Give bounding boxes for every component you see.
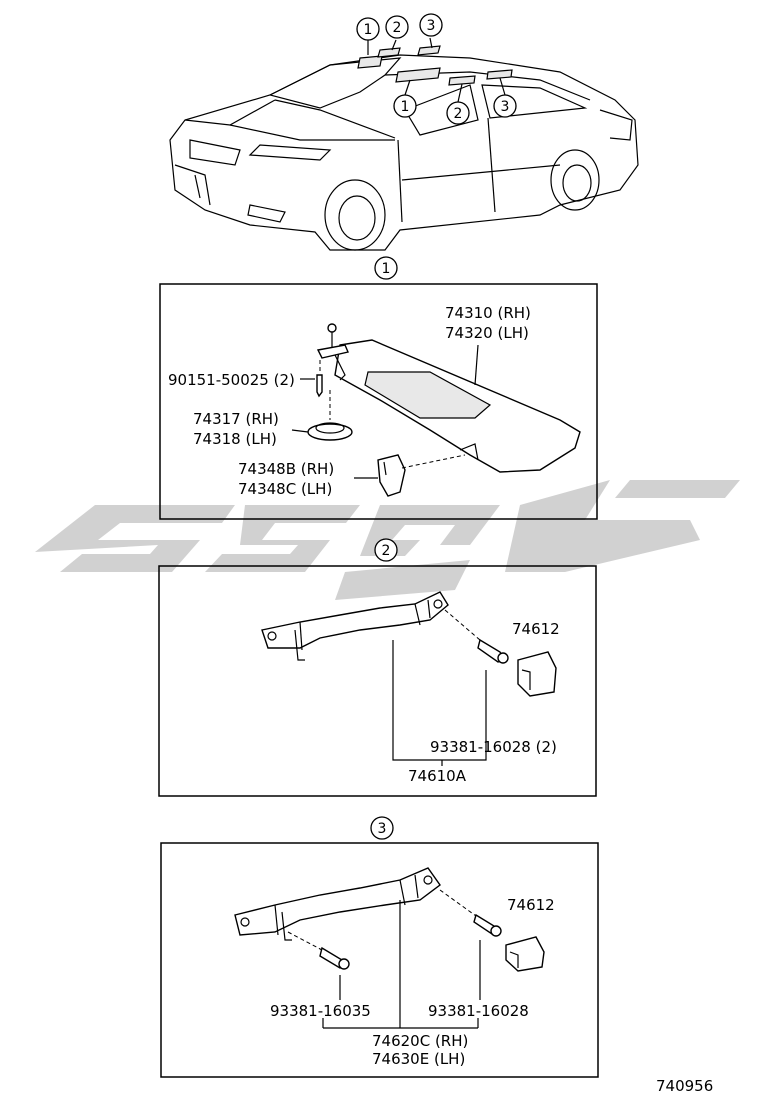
svg-text:3: 3: [427, 18, 436, 34]
visor-screw: [316, 360, 323, 398]
overview-callout-roof-3: 3: [493, 94, 517, 118]
overview-callout-top-1: 1: [356, 17, 380, 41]
cover-label-3: 74612: [507, 896, 555, 914]
svg-text:1: 1: [401, 99, 410, 115]
clip-label-rh: 74348B (RH): [238, 460, 334, 478]
section1-frame: [159, 283, 598, 520]
car-illustration: [169, 37, 639, 251]
screw-left-label: 93381-16035: [270, 1002, 371, 1020]
sun-visor-part: [316, 323, 581, 473]
svg-text:3: 3: [378, 821, 387, 837]
section3-frame: [160, 842, 599, 1078]
section3-callout: 3: [370, 816, 394, 840]
clip-label-lh: 74348C (LH): [238, 480, 332, 498]
section1-callout: 1: [374, 256, 398, 280]
screw-label-2: 93381-16028 (2): [430, 738, 557, 756]
grip-label-rh: 74620C (RH): [372, 1032, 468, 1050]
visor-label-rh: 74310 (RH): [445, 304, 531, 322]
svg-text:2: 2: [393, 20, 402, 36]
screw-right-label: 93381-16028: [428, 1002, 529, 1020]
grip-screw: [444, 609, 509, 664]
grip-label-2: 74610A: [408, 767, 467, 785]
diagram-code: 740956: [656, 1077, 713, 1095]
watermark-logo: [35, 480, 740, 600]
grip-screw-left: [287, 931, 350, 970]
holder-label-rh: 74317 (RH): [193, 410, 279, 428]
section2-callout: 2: [374, 538, 398, 562]
screw-label: 90151-50025 (2): [168, 371, 295, 389]
grip-cover-3: [505, 936, 545, 972]
visor-leader: [474, 344, 479, 386]
overview-callout-roof-2: 2: [446, 101, 470, 125]
holder-label-lh: 74318 (LH): [193, 430, 277, 448]
overview-callout-top-2: 2: [385, 15, 409, 39]
assist-grip-part-3: [234, 867, 441, 941]
overview-callout-top-3: 3: [419, 13, 443, 37]
svg-text:3: 3: [501, 99, 510, 115]
svg-text:1: 1: [364, 22, 373, 38]
svg-text:2: 2: [454, 106, 463, 122]
svg-text:2: 2: [382, 543, 391, 559]
visor-label-lh: 74320 (LH): [445, 324, 529, 342]
grip-label-lh: 74630E (LH): [372, 1050, 465, 1068]
assist-grip-part: [261, 591, 449, 661]
visor-holder: [307, 390, 353, 441]
grip-cover: [517, 651, 557, 697]
svg-text:1: 1: [382, 261, 391, 277]
visor-clip: [377, 454, 466, 497]
overview-callout-roof-1: 1: [393, 94, 417, 118]
grip-screw-right: [439, 889, 502, 937]
cover-label-2: 74612: [512, 620, 560, 638]
holder-leader: [291, 429, 309, 433]
grip-bracket: [392, 640, 487, 761]
section2-frame: [158, 565, 597, 797]
